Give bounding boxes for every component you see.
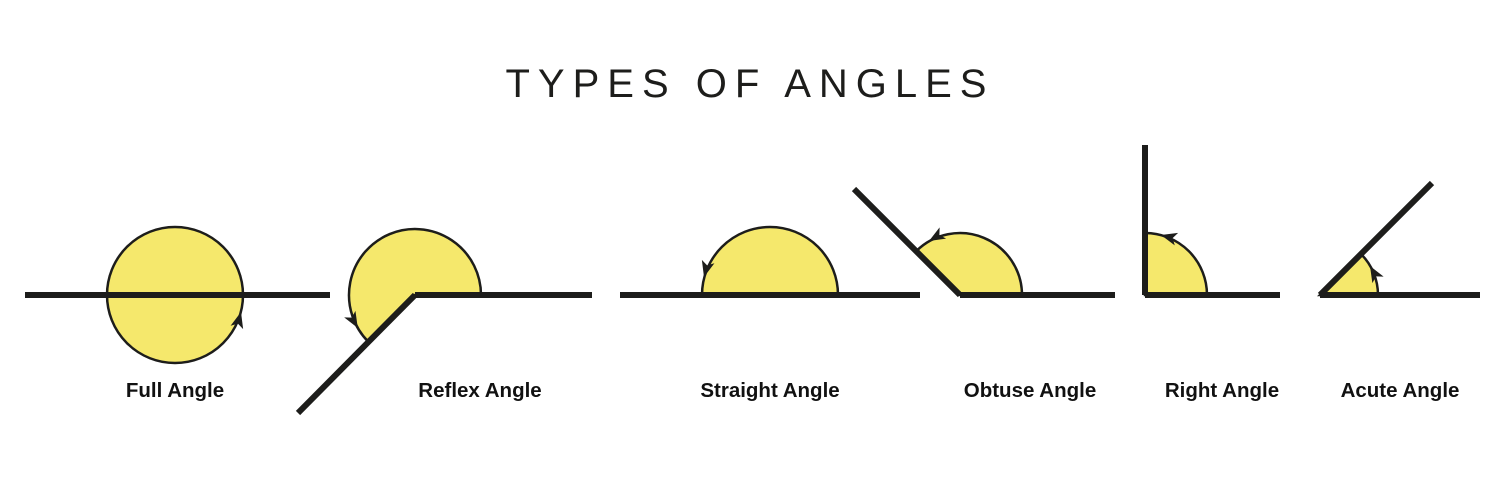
diagram-title: TYPES OF ANGLES [505,62,995,106]
acute-angle-ray-up-right [1317,180,1435,298]
obtuse-angle-label: Obtuse Angle [963,379,1097,402]
acute-angle-figure [1316,180,1480,298]
reflex-angle-arrow-icon [344,310,358,328]
straight-angle-figure [620,225,920,298]
full-angle-figure [25,225,330,365]
straight-angle-label: Straight Angle [700,379,840,402]
straight-angle-arrow-icon [701,259,715,277]
reflex-angle-sector [347,227,483,344]
right-angle-label: Right Angle [1164,379,1280,402]
right-angle-sector [1143,231,1209,297]
acute-angle-arrow-icon [1370,266,1384,284]
reflex-angle-label: Reflex Angle [418,379,542,402]
straight-angle-semicircle [700,225,840,297]
full-angle-label: Full Angle [125,379,225,402]
reflex-angle-ray-down-left [295,292,418,416]
reflex-angle-figure [295,227,592,416]
full-angle-arrow-icon [230,312,244,330]
obtuse-angle-arrow-icon [929,227,947,241]
acute-angle-label: Acute Angle [1340,379,1460,402]
obtuse-angle-figure [851,186,1115,298]
right-angle-figure [1142,145,1280,298]
right-angle-arrow-icon [1161,232,1179,246]
obtuse-angle-ray-up-left [851,186,963,298]
obtuse-angle-sector [914,231,1024,297]
